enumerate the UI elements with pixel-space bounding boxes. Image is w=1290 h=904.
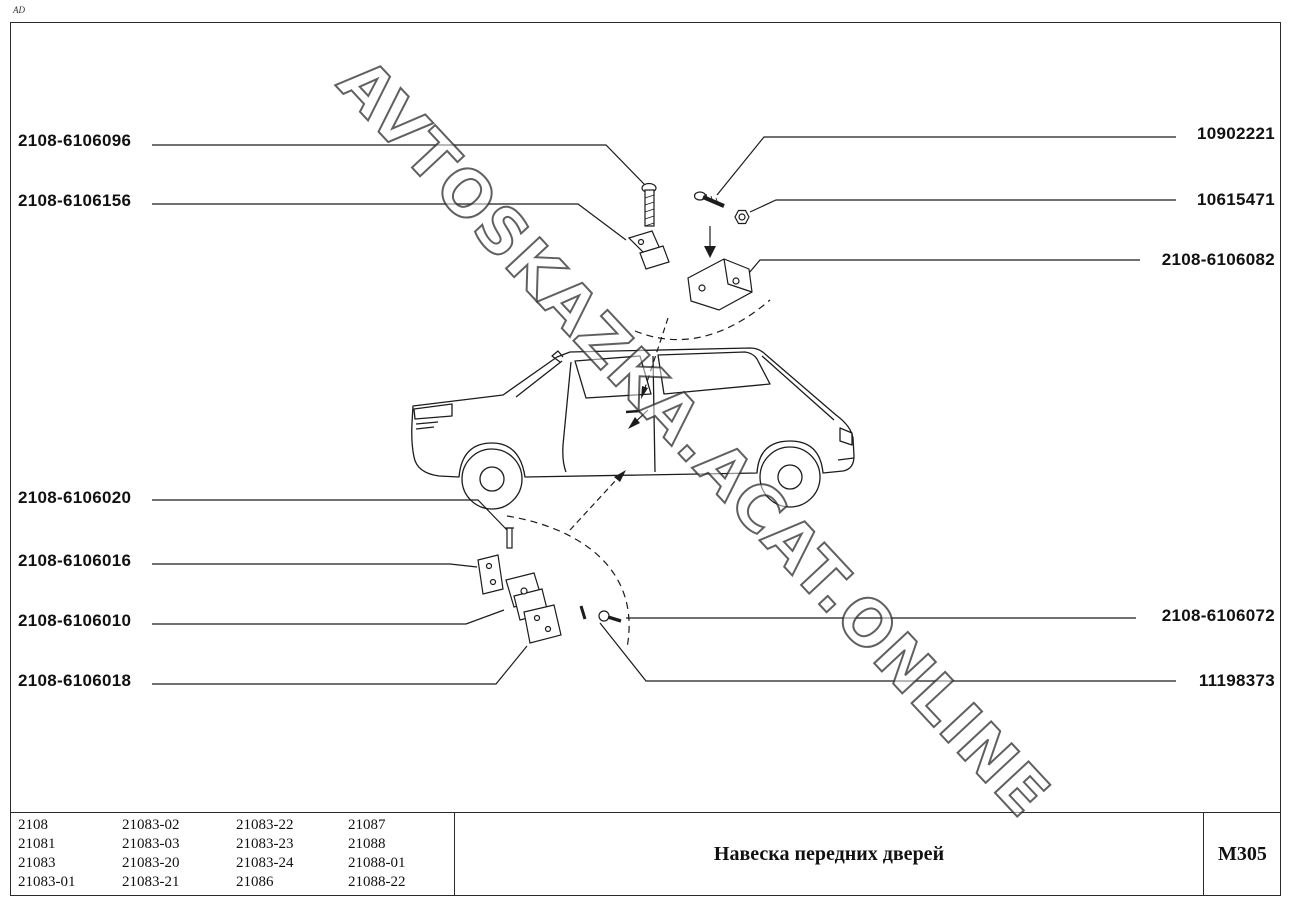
callout-2108-6106018: 2108-6106018 [18,671,132,690]
page-frame [10,22,1281,896]
footer-table: 2108 21083-02 21083-22 21087 21081 21083… [10,812,1281,896]
model-cell: 21083-21 [122,874,180,890]
model-cell: 21088-01 [348,855,406,871]
corner-mark: AD [13,5,25,15]
sheet-code: M305 [1203,813,1281,895]
model-cell: 21087 [348,817,386,833]
model-cell: 21083-02 [122,817,180,833]
model-cell: 21088-22 [348,874,406,890]
model-list: 2108 21083-02 21083-22 21087 21081 21083… [10,813,455,895]
callout-2108-6106016: 2108-6106016 [18,551,132,570]
sheet-title: Навеска передних дверей [713,842,945,865]
model-cell: 21083-24 [236,855,294,871]
callout-2108-6106072: 2108-6106072 [1161,606,1275,625]
model-cell: 21088 [348,836,386,852]
callout-2108-6106010: 2108-6106010 [18,611,132,630]
callout-10615471: 10615471 [1196,190,1275,209]
callout-2108-6106156: 2108-6106156 [18,191,132,210]
model-cell: 21083-23 [236,836,294,852]
model-cell: 21083 [18,855,56,871]
model-cell: 21081 [18,836,56,852]
model-cell: 21083-20 [122,855,180,871]
callout-10902221: 10902221 [1196,124,1275,143]
callout-2108-6106096: 2108-6106096 [18,131,132,150]
model-cell: 21086 [236,874,274,890]
model-cell: 21083-22 [236,817,294,833]
callout-2108-6106020: 2108-6106020 [18,488,132,507]
callout-2108-6106082: 2108-6106082 [1161,250,1275,269]
model-cell: 21083-01 [18,874,76,890]
model-cell: 21083-03 [122,836,180,852]
model-cell: 2108 [18,817,48,833]
callout-11198373: 11198373 [1198,671,1275,690]
